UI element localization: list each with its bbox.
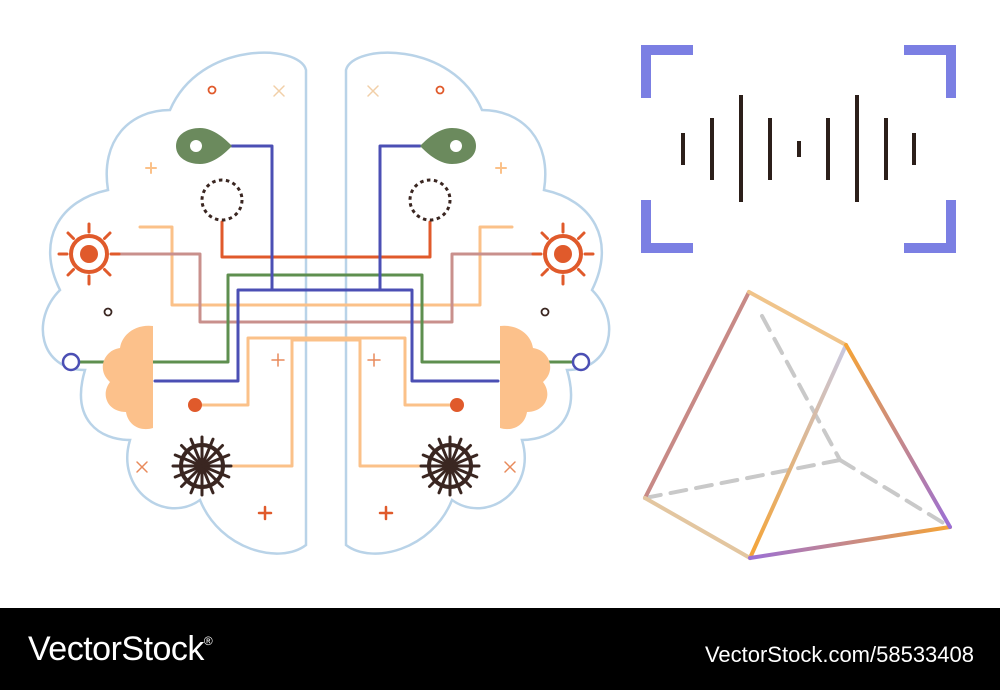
node-circle [61,352,81,372]
ship-wheel-icon [171,435,233,497]
sun-gear-icon [57,222,121,286]
sun-gear-icon [531,222,595,286]
decoration [103,85,550,521]
scan-frame-icon [641,45,956,253]
sound-wave-icon [681,95,916,202]
node-circle [571,352,591,372]
node-dot [450,398,464,412]
node-dot [188,398,202,412]
dotted-circle-icon [200,178,244,222]
circuit-line-orange [138,225,514,307]
location-pin-icon [176,128,232,164]
brand-registered-mark: ® [203,634,213,648]
brain-left-hemisphere [41,51,308,555]
brand-name: VectorStock [28,630,204,668]
ship-wheel-icon [419,435,481,497]
circuit-line-mauve [116,252,536,324]
prism-icon [643,290,952,560]
cloud-icon [102,325,153,430]
brain-right-hemisphere [344,51,611,555]
brand-logo: VectorStock® [28,630,213,669]
cloud-icon [500,325,551,430]
watermark-bar: VectorStock® VectorStock.com/58533408 [0,608,1000,690]
location-pin-icon [420,128,476,164]
circuit-line-blue [153,288,500,383]
image-id: VectorStock.com/58533408 [704,642,974,667]
circuit-line-green [78,273,574,364]
circuit-line-orange [194,336,458,407]
circuit-line-red [220,220,432,259]
dotted-circle-icon [408,178,452,222]
circuit-line-blue [230,144,422,292]
circuit-line-orange [230,338,422,468]
brain-icon [41,51,611,555]
illustration [41,45,956,560]
